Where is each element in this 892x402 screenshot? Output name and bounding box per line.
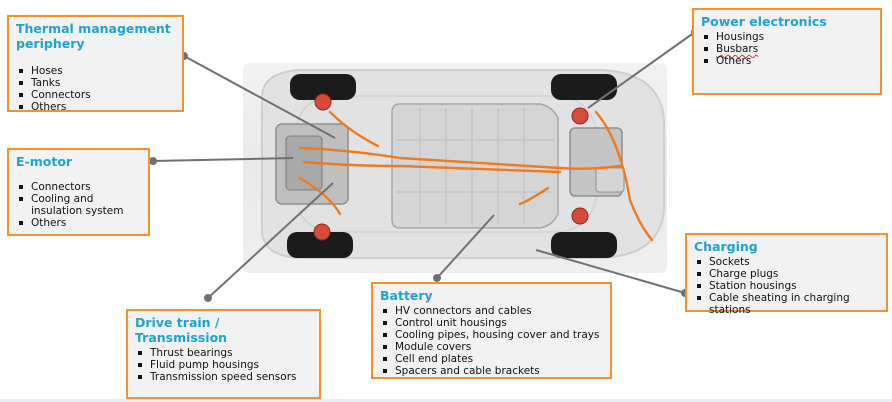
callout-title: Power electronics (701, 14, 827, 29)
list-item: Connectors (16, 89, 175, 101)
list-item: Busbars (701, 43, 873, 55)
list-item-text: Busbars (716, 43, 759, 55)
brake-disc-rl (571, 107, 589, 125)
wheel-front-right (287, 232, 353, 258)
callout-title: Thermal management periphery (16, 21, 171, 51)
callout-power-electronics: Power electronics Housings Busbars Other… (692, 8, 882, 95)
callout-charging: Charging Sockets Charge plugs Station ho… (685, 233, 888, 316)
callout-title: E-motor (16, 154, 73, 169)
leader-power (587, 31, 696, 109)
brake-disc-fr (313, 223, 331, 241)
list-item: Control unit housings (380, 317, 603, 329)
leader-emotor (152, 157, 294, 162)
list-item: Others (16, 101, 175, 113)
list-item: Station housings (694, 280, 879, 292)
callout-title: Drive train / Transmission (135, 315, 228, 345)
battery-pack (391, 103, 559, 229)
list-item: Spacers and cable brackets (380, 365, 603, 377)
list-item: Thrust bearings (135, 347, 312, 359)
list-item: Transmission speed sensors (135, 371, 312, 383)
list-item: Cooling pipes, housing cover and trays (380, 329, 603, 341)
list-item: Hoses (16, 65, 175, 77)
leader-drivetrain (207, 182, 334, 299)
list-item: Others (16, 217, 141, 229)
rear-connector-block (595, 167, 625, 193)
callout-title: Charging (694, 239, 758, 254)
list-item: Connectors (16, 181, 141, 193)
list-item: Housings (701, 31, 873, 43)
leader-thermal (183, 55, 336, 139)
list-item: Tanks (16, 77, 175, 89)
list-item: Cell end plates (380, 353, 603, 365)
list-item: Sockets (694, 256, 879, 268)
callout-title: Battery (380, 288, 433, 303)
leader-battery (436, 214, 495, 279)
list-item: Module covers (380, 341, 603, 353)
brake-disc-rr (571, 207, 589, 225)
callout-drive-train: Drive train / Transmission Thrust bearin… (126, 309, 321, 399)
wheel-rear-left (551, 74, 617, 100)
list-item: Others (701, 55, 873, 67)
list-item: Cooling and insulation system (16, 193, 141, 217)
list-item: Fluid pump housings (135, 359, 312, 371)
callout-e-motor: E-motor Connectors Cooling and insulatio… (7, 148, 150, 236)
wheel-rear-right (551, 232, 617, 258)
list-item: Charge plugs (694, 268, 879, 280)
list-item: HV connectors and cables (380, 305, 603, 317)
wheel-front-left (290, 74, 356, 100)
leader-charging (535, 249, 686, 294)
list-item: Cable sheating in charging stations (694, 292, 879, 316)
callout-battery: Battery HV connectors and cables Control… (371, 282, 612, 379)
brake-disc-fl (314, 93, 332, 111)
hv-cables (298, 110, 654, 242)
bottom-divider (0, 399, 892, 402)
callout-thermal-management: Thermal management periphery Hoses Tanks… (7, 15, 184, 113)
